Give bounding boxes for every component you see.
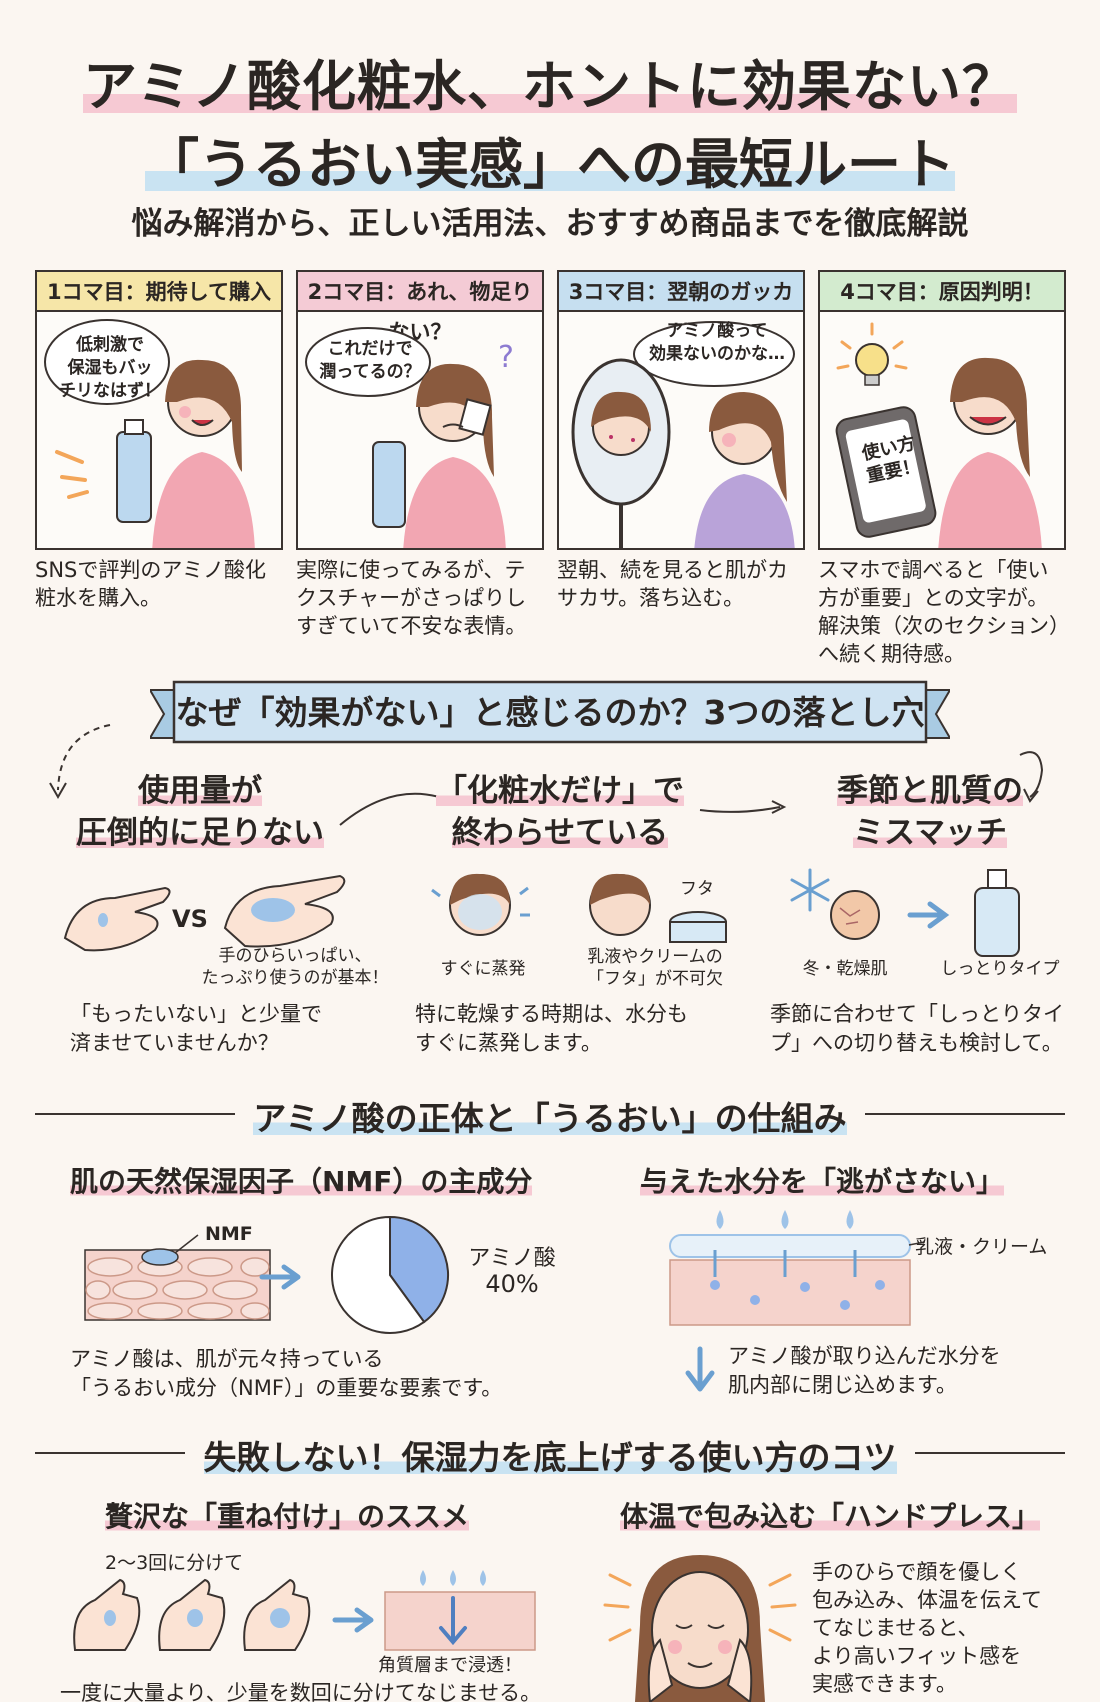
- panel-1-speech: 低刺激で 保湿もバッ チリなはず！: [59, 335, 161, 401]
- section-divider-left: [35, 1113, 235, 1115]
- hand-press-body: 手のひらで顔を優しく 包み込み、体温を伝えて てなじませると、 より高いフィット…: [812, 1560, 1042, 1696]
- arrow-right-icon: [259, 1264, 301, 1290]
- tips-divider-right: [915, 1452, 1065, 1454]
- layering-arrow-note: 角質層まで浸透！: [378, 1655, 522, 1676]
- main-title: アミノ酸化粧水、ホントに効果ない？: [83, 55, 1017, 118]
- layering-note: 2〜3回に分けて: [105, 1552, 244, 1574]
- layering-body: 一度に大量より、少量を数回に分けてなじませる。: [60, 1681, 542, 1702]
- lightbulb-icon: [836, 322, 908, 386]
- pitfall-2-body: 特に乾燥する時期は、水分も すぐに蒸発します。: [415, 1002, 688, 1055]
- panel-4-heading: 4コマ目：原因判明！: [820, 272, 1064, 312]
- nmf-title: 肌の天然保湿因子（NMF）の主成分: [70, 1165, 533, 1198]
- mechanism-section-title: アミノ酸の正体と「うるおい」の仕組み: [253, 1099, 847, 1138]
- arrow-down-icon: [685, 1346, 715, 1392]
- panel-4-caption: スマホで調べると「使い方が重要」との文字が。解決策（次のセクション）へ続く期待感…: [818, 558, 1060, 666]
- pie-slice-2: [331, 1215, 426, 1334]
- season-skin-illustration: [790, 868, 1020, 957]
- panel-2-illustration: ?: [305, 327, 514, 548]
- layering-title: 贅沢な「重ね付け」のススメ: [105, 1500, 470, 1533]
- pitfalls-banner-text: なぜ「効果がない」と感じるのか？3つの落とし穴: [175, 693, 925, 732]
- skin-cells-illustration: [84, 1234, 271, 1321]
- pitfall-1-title: 使用量が 圧倒的に足りない: [76, 773, 324, 851]
- pitfalls-banner: なぜ「効果がない」と感じるのか？3つの落とし穴: [150, 678, 950, 748]
- panel-2-speech: これだけで 潤ってるの？: [319, 339, 421, 382]
- comic-panel-2: 2コマ目：あれ、物足りない？ ? これだけで 潤ってるの？: [296, 270, 544, 550]
- vs-label: VS: [172, 905, 208, 933]
- panel-3-speech: アミノ酸って 効果ないのかな…: [649, 321, 785, 364]
- pitfall-2-label-b: 乳液やクリームの 「フタ」が不可欠: [587, 947, 723, 989]
- panel-1-caption: SNSで評判のアミノ酸化粧水を購入。: [35, 558, 266, 610]
- pie-label: アミノ酸: [468, 1246, 556, 1271]
- panel-1-heading: 1コマ目：期待して購入: [37, 272, 281, 312]
- panel-3-illustration: [571, 321, 795, 548]
- section-divider-right: [865, 1113, 1065, 1115]
- main-title-line2: 「うるおい実感」への最短ルート: [145, 133, 955, 196]
- moisture-lock-illustration: [669, 1210, 925, 1326]
- panel-2-heading: 2コマ目：あれ、物足りない？: [298, 272, 542, 344]
- hand-press-title: 体温で包み込む「ハンドプレス」: [620, 1500, 1041, 1533]
- tips-divider-left: [35, 1452, 185, 1454]
- comic-panel-4: 4コマ目：原因判明！ 使い方 重要！: [818, 270, 1066, 550]
- layering-illustration: [73, 1570, 536, 1651]
- panel-4-illustration: [835, 322, 1042, 548]
- panel-1-illustration: [44, 319, 255, 548]
- nmf-body: アミノ酸は、肌が元々持っている 「うるおい成分（NMF）」の重要な要素です。: [70, 1347, 503, 1400]
- subtitle: 悩み解消から、正しい活用法、おすすめ商品までを徹底解説: [131, 206, 969, 242]
- panel-3-heading: 3コマ目：翌朝のガッカリ: [559, 272, 803, 344]
- nmf-label: NMF: [205, 1223, 253, 1245]
- pitfall-3-body: 季節に合わせて「しっとりタイ プ」への切り替えも検討して。: [770, 1002, 1064, 1055]
- lock-moisture-title: 与えた水分を「逃がさない」: [640, 1165, 1005, 1198]
- pie-value: 40%: [485, 1270, 539, 1298]
- pitfall-3-label-a: 冬・乾燥肌: [802, 959, 888, 979]
- pitfall-2-label-a: すぐに蒸発: [440, 959, 526, 979]
- pitfall-1-body: 「もったいない」と少量で 済ませていませんか？: [70, 1002, 322, 1055]
- lock-moisture-body: アミノ酸が取り込んだ水分を 肌内部に閉じ込めます。: [728, 1344, 1001, 1397]
- panel-3-caption: 翌朝、続を見ると肌がカサカサ。落ち込む。: [557, 558, 788, 610]
- panel-2-caption: 実際に使ってみるが、テクスチャーがさっぱりしすぎていて不安な表情。: [296, 558, 527, 638]
- pitfall-2-title: 「化粧水だけ」で 終わらせている: [436, 773, 684, 851]
- pitfall-1-note: 手のひらいっぱい、 たっぷり使うのが基本！: [201, 946, 389, 988]
- snowflake-icon: [790, 868, 830, 912]
- cream-label: 乳液・クリーム: [915, 1236, 1048, 1258]
- tips-section-title: 失敗しない！保湿力を底上げする使い方のコツ: [203, 1438, 897, 1477]
- pitfall-3-title: 季節と肌質の ミスマッチ: [837, 773, 1023, 851]
- comic-panel-1: 1コマ目：期待して購入 低刺激で 保湿もバッ チリなはず！: [35, 270, 283, 550]
- pitfall-3-label-b: しっとりタイプ: [940, 959, 1060, 979]
- pie-slice-1: [389, 1215, 449, 1324]
- amino-acid-pie-chart: [331, 1215, 449, 1334]
- evaporation-illustration: [431, 873, 727, 943]
- hand-press-illustration: [603, 1555, 797, 1702]
- svg-text:?: ?: [498, 340, 514, 375]
- lid-label: フタ: [680, 879, 714, 899]
- hands-comparison-illustration: [63, 874, 346, 952]
- comic-panel-3: 3コマ目：翌朝のガッカリ アミノ酸って 効果ないのかな…: [557, 270, 805, 550]
